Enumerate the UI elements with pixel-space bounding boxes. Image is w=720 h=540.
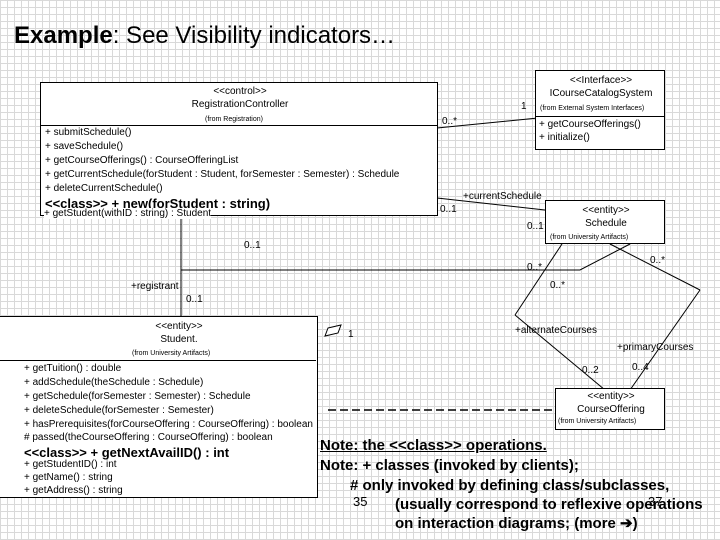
note-line: (usually correspond to reflexive operati… xyxy=(395,496,703,513)
note-line: # only invoked by defining class/subclas… xyxy=(350,477,670,494)
icatalog-op: + initialize() xyxy=(539,132,590,143)
multiplicity-label: 0..4 xyxy=(632,362,649,373)
student-op2: + getAddress() : string xyxy=(24,485,123,496)
multiplicity-label: 0..1 xyxy=(527,221,544,232)
role-label: +alternateCourses xyxy=(515,325,597,336)
multiplicity-label: 0..1 xyxy=(186,294,203,305)
student-op: + hasPrerequisites(forCourseOffering : C… xyxy=(24,419,313,430)
role-label: +currentSchedule xyxy=(463,191,542,202)
page-number-left: 35 xyxy=(353,494,368,509)
title-rest: : See Visibility indicators… xyxy=(112,22,396,49)
offering-package: (from University Artifacts) xyxy=(558,418,637,425)
student-op: + getSchedule(forSemester : Semester) : … xyxy=(24,391,251,402)
assoc-schedule-alternate xyxy=(514,314,606,391)
assoc-controller-catalog xyxy=(436,117,539,129)
icatalog-name: ICourseCatalogSystem xyxy=(549,88,653,99)
icatalog-interface[interactable]: <<Interface>> ICourseCatalogSystem (from… xyxy=(535,70,665,150)
assoc-schedule-primary-upper xyxy=(609,243,701,291)
icatalog-package: (from External System Interfaces) xyxy=(540,105,645,112)
schedule-name: Schedule xyxy=(585,218,627,229)
student-op: # passed(theCourseOffering : CourseOffer… xyxy=(24,432,273,443)
multiplicity-label: 0..* xyxy=(442,116,458,127)
student-class-op: <<class>> + getNextAvailID() : int xyxy=(24,445,230,460)
controller-name: RegistrationController xyxy=(191,99,289,110)
student-name: Student. xyxy=(160,334,198,345)
controller-class-op: <<class>> + new(forStudent : string) xyxy=(45,196,271,211)
icatalog-op: + getCourseOfferings() xyxy=(539,119,641,130)
icatalog-stereotype: <<Interface>> xyxy=(569,75,633,86)
note-line: on interaction diagrams; (more ➔) xyxy=(395,515,638,532)
student-package: (from University Artifacts) xyxy=(132,350,211,357)
role-label: +registrant xyxy=(131,281,179,292)
slide-title: Example: See Visibility indicators… xyxy=(14,22,395,50)
student-stereotype: <<entity>> xyxy=(155,321,203,332)
multiplicity-label: 1 xyxy=(348,329,354,340)
controller-package: (from Registration) xyxy=(205,116,263,123)
student-op2: + getName() : string xyxy=(24,472,113,483)
schedule-stereotype: <<entity>> xyxy=(582,205,630,216)
multiplicity-label: 0..* xyxy=(527,262,543,273)
student-op2: + getStudentID() : int xyxy=(24,459,117,470)
role-label: +primaryCourses xyxy=(617,342,694,353)
student-op: + deleteSchedule(forSemester : Semester) xyxy=(24,405,214,416)
title-bold: Example xyxy=(14,22,113,49)
offering-name: CourseOffering xyxy=(577,404,645,415)
offering-stereotype: <<entity>> xyxy=(587,391,635,402)
student-op: + addSchedule(theSchedule : Schedule) xyxy=(24,377,204,388)
multiplicity-label: 0..1 xyxy=(440,204,457,215)
note-line: Note: the <<class>> operations. xyxy=(320,437,547,454)
assoc-schedule-alternate-upper xyxy=(514,243,563,316)
schedule-class[interactable]: <<entity>> Schedule (from University Art… xyxy=(545,200,665,244)
page-number-right: 37 xyxy=(648,494,663,509)
multiplicity-label: 0..* xyxy=(550,280,566,291)
multiplicity-label: 1 xyxy=(521,101,527,112)
note-line: Note: + classes (invoked by clients); xyxy=(320,457,579,474)
controller-op: + submitSchedule() xyxy=(45,127,132,138)
controller-op: + getCurrentSchedule(forStudent : Studen… xyxy=(45,169,400,180)
student-class[interactable]: <<entity>> Student. (from University Art… xyxy=(0,316,318,498)
course-offering-class[interactable]: <<entity>> CourseOffering (from Universi… xyxy=(555,388,665,430)
schedule-package: (from University Artifacts) xyxy=(550,234,629,241)
assoc-controller-schedule xyxy=(436,197,546,211)
controller-op: + getCourseOfferings() : CourseOfferingL… xyxy=(45,155,239,166)
assoc-schedule-primary xyxy=(629,289,701,391)
assoc-student-schedule xyxy=(181,243,631,271)
multiplicity-label: 0..* xyxy=(650,255,666,266)
student-op: + getTuition() : double xyxy=(24,363,122,374)
multiplicity-label: 0..2 xyxy=(582,365,599,376)
controller-op-last: + getStudent(withID : string) : Student xyxy=(44,208,212,219)
registration-controller-class[interactable]: <<control>> RegistrationController (from… xyxy=(40,82,438,216)
controller-op: + deleteCurrentSchedule() xyxy=(45,183,163,194)
controller-stereotype: <<control>> xyxy=(213,86,267,97)
aggregation-diamond xyxy=(324,324,342,337)
controller-op: + saveSchedule() xyxy=(45,141,124,152)
multiplicity-label: 0..1 xyxy=(244,240,261,251)
